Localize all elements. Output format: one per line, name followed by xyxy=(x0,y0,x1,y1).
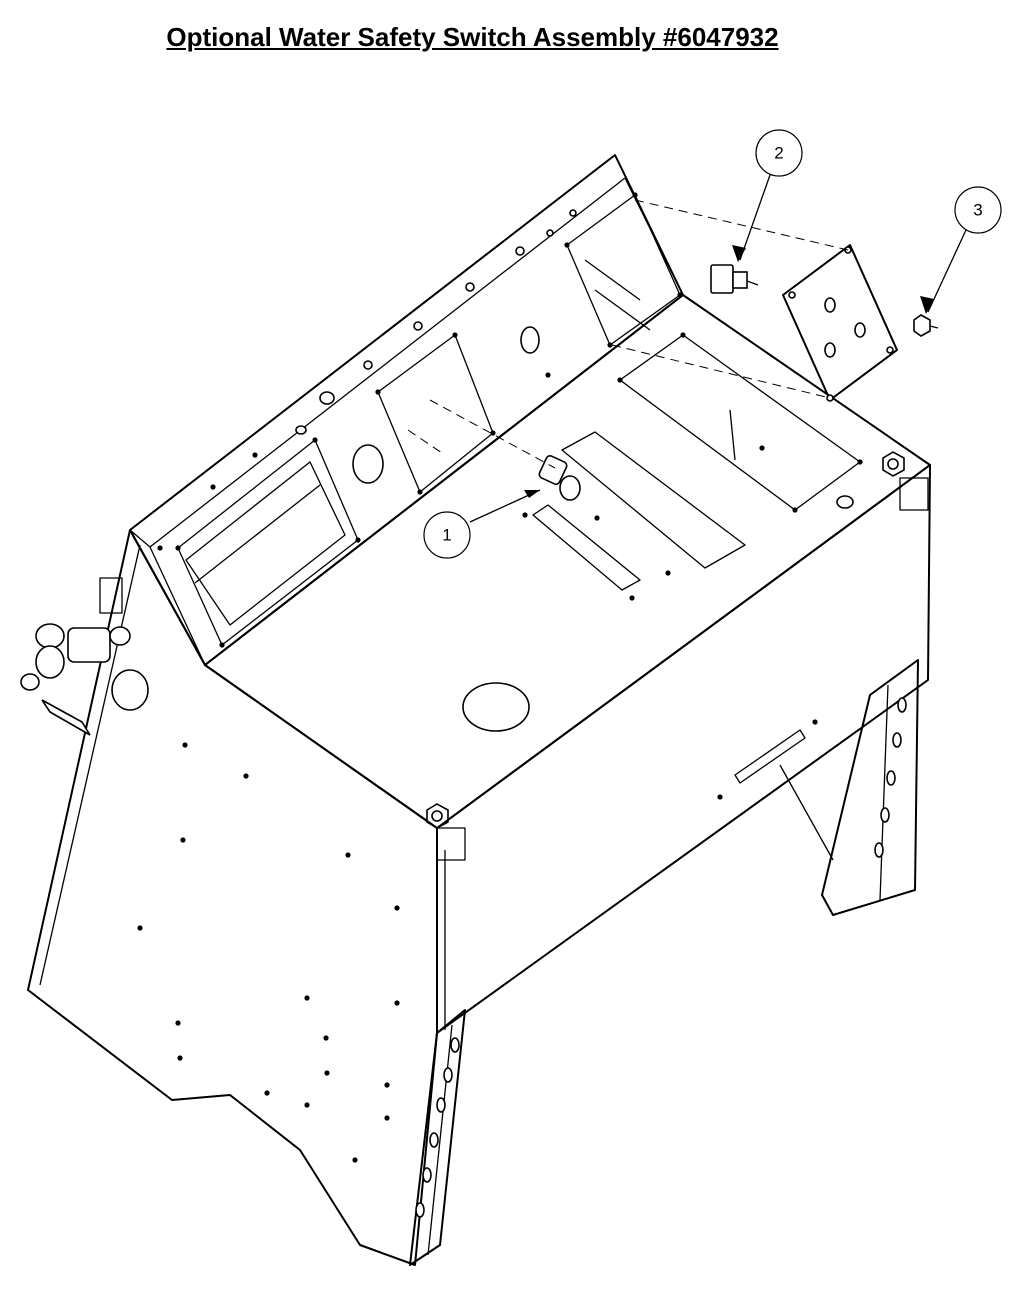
bolt-hole xyxy=(137,925,143,931)
callout-1-label: 1 xyxy=(442,526,451,545)
leg-slot xyxy=(874,842,884,858)
bolt-hole xyxy=(617,377,623,383)
bolt-hole xyxy=(632,192,638,198)
bolt-hole xyxy=(243,773,249,779)
bolt-hole xyxy=(375,389,381,395)
callout-2-label: 2 xyxy=(774,144,783,163)
bolt-hole xyxy=(607,342,613,348)
valve-assembly xyxy=(20,577,149,736)
bolt-hole xyxy=(352,1157,358,1163)
leg-slot xyxy=(429,1132,439,1148)
bolt-hole xyxy=(417,489,423,495)
bolt-hole xyxy=(665,570,671,576)
callout-1: 1 xyxy=(423,489,541,559)
leg-slot xyxy=(415,1202,425,1218)
bolt-hole xyxy=(304,1102,310,1108)
toggle-switch xyxy=(710,264,759,294)
leg-slot xyxy=(422,1167,432,1183)
leg-slot xyxy=(450,1037,460,1053)
leg-slot xyxy=(880,807,890,823)
bolt-hole xyxy=(812,719,818,725)
bolt-hole xyxy=(677,292,683,298)
upper-panel xyxy=(129,154,684,666)
bolt-hole xyxy=(384,1115,390,1121)
leg-slot xyxy=(886,770,896,786)
bolt-hole xyxy=(545,372,551,378)
callout-2: 2 xyxy=(732,129,803,262)
bolt-hole xyxy=(564,242,570,248)
top-deck xyxy=(204,294,931,829)
legs xyxy=(409,659,919,1266)
bolt-hole xyxy=(180,837,186,843)
bolt-hole xyxy=(384,1082,390,1088)
callout-3: 3 xyxy=(920,186,1002,314)
bolt-hole xyxy=(490,430,496,436)
bolt-hole xyxy=(157,545,163,551)
bolt-hole xyxy=(792,507,798,513)
bolt-hole xyxy=(394,905,400,911)
bolt-hole xyxy=(717,794,723,800)
bolt-hole xyxy=(857,459,863,465)
leg-slot xyxy=(436,1097,446,1113)
bolt-hole xyxy=(452,332,458,338)
bolt-hole xyxy=(759,445,765,451)
leg-slot xyxy=(892,732,902,748)
bolt-hole xyxy=(522,512,528,518)
bolt-hole xyxy=(182,742,188,748)
bolt-hole xyxy=(629,595,635,601)
bolt-hole xyxy=(394,1000,400,1006)
water-safety-switch xyxy=(538,454,581,501)
bolt-holes xyxy=(137,192,907,1218)
leg-slot xyxy=(443,1067,453,1083)
bolt-hole xyxy=(252,452,258,458)
bolt-hole xyxy=(210,484,216,490)
switch-plate xyxy=(782,244,898,402)
bolt-hole xyxy=(312,437,318,443)
bolt-hole xyxy=(304,995,310,1001)
bolt-hole xyxy=(355,537,361,543)
side-panel xyxy=(27,529,438,1266)
page-title: Optional Water Safety Switch Assembly #6… xyxy=(166,22,779,52)
callout-3-label: 3 xyxy=(973,201,982,220)
bolt-hole xyxy=(175,545,181,551)
bolt-hole xyxy=(175,1020,181,1026)
bolt-hole xyxy=(177,1055,183,1061)
bolt-hole xyxy=(323,1035,329,1041)
bolt-hole xyxy=(264,1090,270,1096)
bolt-hole xyxy=(219,642,225,648)
bolt-hole xyxy=(324,1070,330,1076)
bolt-hole xyxy=(680,332,686,338)
leg-slot xyxy=(897,697,907,713)
assembly-lines xyxy=(407,199,849,469)
bolt-hole xyxy=(345,852,351,858)
bolt-hole xyxy=(594,515,600,521)
switch-nut xyxy=(913,314,939,337)
